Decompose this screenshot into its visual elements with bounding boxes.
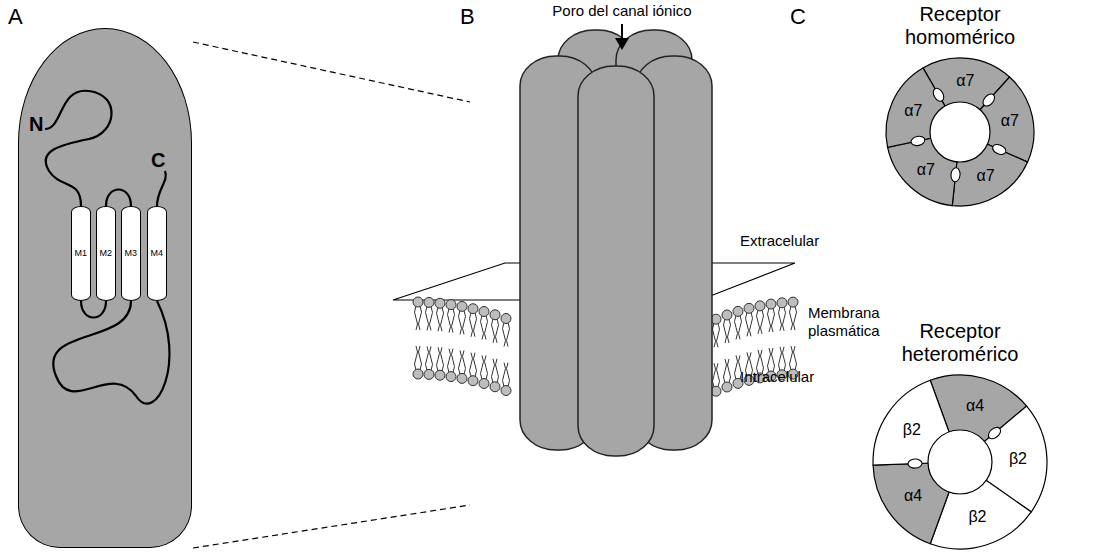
chain-loop xyxy=(53,301,169,404)
helix-label: M4 xyxy=(151,248,164,258)
subunit-label: α4 xyxy=(904,487,922,505)
helix-label: M1 xyxy=(75,248,88,258)
zoom-line xyxy=(193,42,470,102)
chain-loop xyxy=(81,301,106,318)
annotation-label: Membrana plasmática xyxy=(808,304,903,340)
pore-arrowhead xyxy=(615,38,629,50)
subunit-label: α7 xyxy=(904,102,922,120)
transmembrane-helix: M4 xyxy=(147,206,167,301)
transmembrane-helix: M1 xyxy=(71,206,91,301)
terminus-label: N xyxy=(29,113,43,136)
helix-label: M2 xyxy=(100,248,113,258)
subunit-label: α4 xyxy=(966,397,984,415)
transmembrane-helix: M2 xyxy=(96,206,116,301)
chain-loop xyxy=(106,190,131,207)
helix-label: M3 xyxy=(125,248,138,258)
terminus-label: C xyxy=(151,149,165,172)
c-terminal-tail xyxy=(157,171,166,206)
receptor-heading: Receptor heteromérico xyxy=(880,320,1040,366)
zoom-line xyxy=(193,505,470,548)
subunit-label: α7 xyxy=(976,167,994,185)
n-terminal-loop xyxy=(45,91,112,206)
annotation-label: Poro del canal iónico xyxy=(552,2,691,20)
subunit-label: α7 xyxy=(1001,112,1019,130)
subunit-label: β2 xyxy=(903,421,921,439)
panel-letter: B xyxy=(460,4,475,30)
subunit-label: α7 xyxy=(917,161,935,179)
subunit-topology-panel: N C M1 M2 M3 M4 xyxy=(18,28,192,548)
receptor-cross-section: Receptor heteroméricoα4β2β2α4β2 xyxy=(872,374,1048,550)
annotation-label: Extracelular xyxy=(740,232,819,250)
receptor-heading: Receptor homomérico xyxy=(880,3,1040,49)
panel-letter: A xyxy=(8,4,23,30)
subunit-label: β2 xyxy=(1009,450,1027,468)
pore-arrow xyxy=(621,24,623,40)
subunit-label: α7 xyxy=(956,72,974,90)
annotation-label: Intracelular xyxy=(740,368,814,386)
transmembrane-helix: M3 xyxy=(121,206,141,301)
panel-letter: C xyxy=(790,4,806,30)
receptor-cross-section: Receptor homoméricoα7α7α7α7α7 xyxy=(885,57,1035,207)
subunit-label: β2 xyxy=(968,508,986,526)
channel-subunits xyxy=(520,30,712,456)
